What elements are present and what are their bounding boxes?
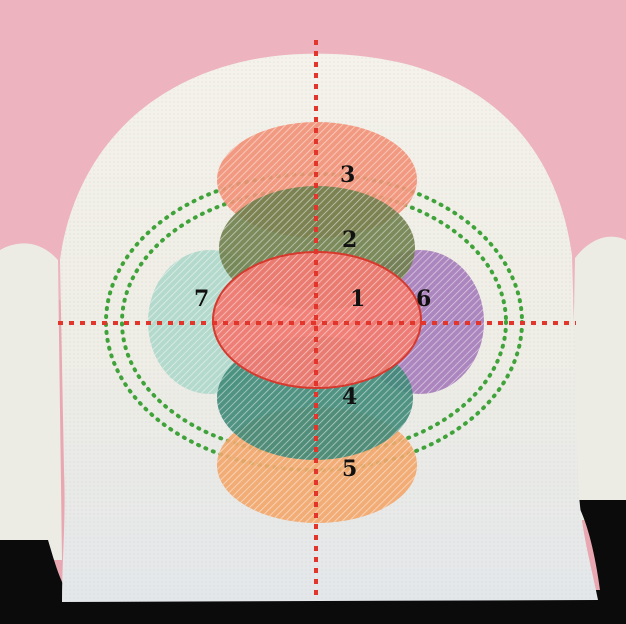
right-neighbor-tooth xyxy=(570,237,626,520)
zone-7-label: 7 xyxy=(194,286,209,312)
zone-6-label: 6 xyxy=(416,286,431,312)
zone-1-label: 1 xyxy=(350,286,365,312)
zone-5-label: 5 xyxy=(342,456,357,482)
zone-3-label: 3 xyxy=(340,162,355,188)
zone-4-label: 4 xyxy=(342,384,357,410)
zone-2-label: 2 xyxy=(342,227,357,253)
left-neighbor-tooth xyxy=(0,243,62,560)
